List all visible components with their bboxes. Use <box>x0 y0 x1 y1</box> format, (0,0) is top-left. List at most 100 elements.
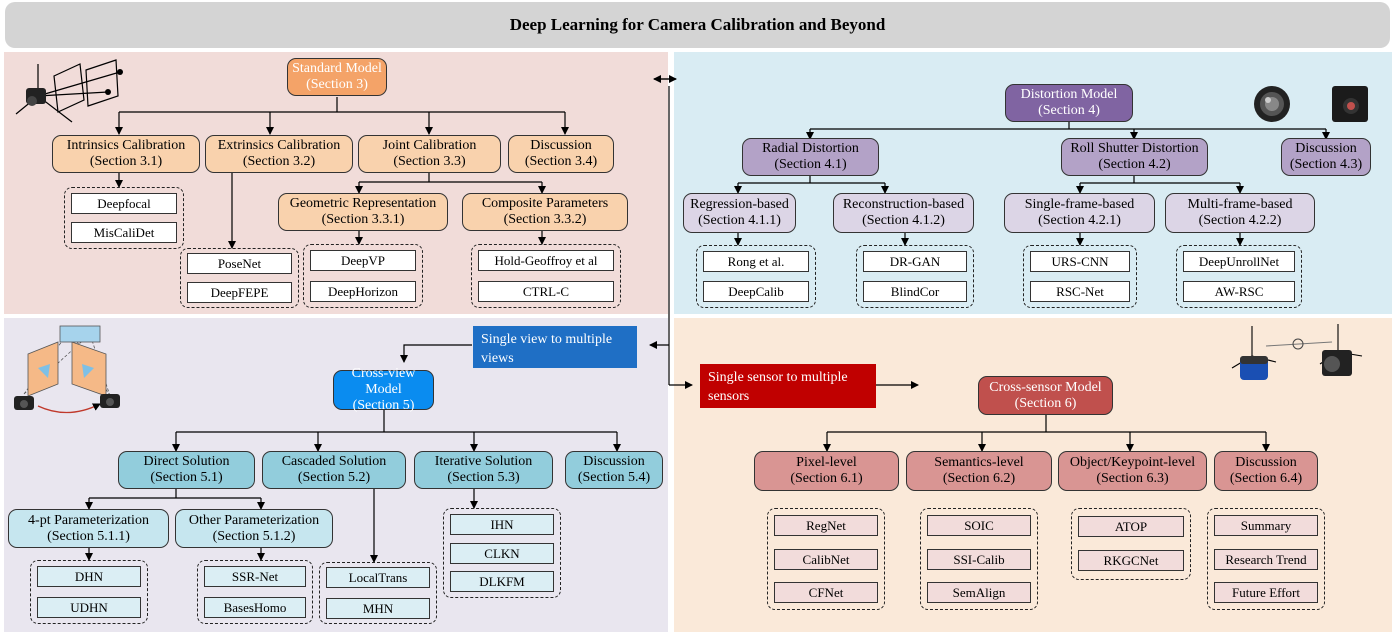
method-box[interactable]: DR-GAN <box>863 251 967 272</box>
reconstruction-methods-group: DR-GAN BlindCor <box>856 245 974 308</box>
crosssensor-model-root[interactable]: Cross-sensor Model (Section 6) <box>978 376 1113 415</box>
method-box[interactable]: SSI-Calib <box>927 549 1031 570</box>
camera-body-icon <box>1332 86 1368 122</box>
fourpt-parameterization-node[interactable]: 4-pt Parameterization (Section 5.1.1) <box>8 509 169 548</box>
crosssensor-discussion-node[interactable]: Discussion (Section 6.4) <box>1214 451 1318 491</box>
method-box[interactable]: DHN <box>37 566 141 587</box>
multi-frame-based-node[interactable]: Multi-frame-based (Section 4.2.2) <box>1165 193 1315 233</box>
method-box[interactable]: AW-RSC <box>1183 281 1295 302</box>
regression-based-node[interactable]: Regression-based (Section 4.1.1) <box>683 193 796 233</box>
method-box[interactable]: CLKN <box>450 543 554 564</box>
pixel-level-node[interactable]: Pixel-level (Section 6.1) <box>754 451 899 491</box>
node-title: Discussion <box>1235 455 1297 470</box>
method-box[interactable]: Rong et al. <box>703 251 809 272</box>
method-box[interactable]: DeepFEPE <box>187 282 292 303</box>
method-box[interactable]: URS-CNN <box>1030 251 1130 272</box>
method-box[interactable]: SOIC <box>927 515 1031 536</box>
method-box[interactable]: DeepHorizon <box>310 281 416 302</box>
method-box[interactable]: PoseNet <box>187 253 292 274</box>
method-box[interactable]: BlindCor <box>863 281 967 302</box>
node-section: (Section 6.4) <box>1229 471 1303 486</box>
method-box[interactable]: RegNet <box>774 515 878 536</box>
node-title: Semantics-level <box>934 455 1024 470</box>
method-box[interactable]: IHN <box>450 514 554 535</box>
iterative-methods-group: IHN CLKN DLKFM <box>443 508 561 598</box>
method-box[interactable]: SSR-Net <box>204 566 306 587</box>
node-section: (Section 4.3) <box>1289 157 1363 172</box>
method-box[interactable]: BasesHomo <box>204 597 306 618</box>
standard-model-root[interactable]: Standard Model (Section 3) <box>287 58 387 96</box>
object-keypoint-level-node[interactable]: Object/Keypoint-level (Section 6.3) <box>1058 451 1207 491</box>
radial-distortion-node[interactable]: Radial Distortion (Section 4.1) <box>742 138 879 176</box>
composite-parameters-node[interactable]: Composite Parameters (Section 3.3.2) <box>462 193 628 231</box>
node-title: Cross-sensor Model <box>989 379 1102 395</box>
geometric-representation-node[interactable]: Geometric Representation (Section 3.3.1) <box>278 193 448 231</box>
semantics-level-node[interactable]: Semantics-level (Section 6.2) <box>906 451 1052 491</box>
lidar-camera-illustration <box>1231 324 1363 380</box>
node-title: Reconstruction-based <box>842 197 965 212</box>
reconstruction-based-node[interactable]: Reconstruction-based (Section 4.1.2) <box>833 193 974 233</box>
method-box[interactable]: MHN <box>326 598 430 619</box>
other-methods-group: SSR-Net BasesHomo <box>197 560 313 624</box>
single-to-multiple-views-callout: Single view to multiple views <box>473 326 637 368</box>
node-title: Joint Calibration <box>382 138 477 153</box>
crossview-discussion-node[interactable]: Discussion (Section 5.4) <box>565 451 663 489</box>
method-box[interactable]: Hold-Geoffroy et al <box>478 250 614 271</box>
extrinsics-methods-group: PoseNet DeepFEPE <box>180 248 299 308</box>
node-section: (Section 5.3) <box>447 470 520 485</box>
distortion-discussion-node[interactable]: Discussion (Section 4.3) <box>1281 138 1371 176</box>
discussion-item[interactable]: Research Trend <box>1214 549 1318 570</box>
method-box[interactable]: CTRL-C <box>478 281 614 302</box>
discussion-item[interactable]: Future Effort <box>1214 582 1318 603</box>
method-box[interactable]: RKGCNet <box>1078 550 1184 571</box>
method-box[interactable]: SemAlign <box>927 582 1031 603</box>
node-section: (Section 4.2) <box>1098 157 1171 172</box>
standard-discussion-node[interactable]: Discussion (Section 3.4) <box>508 135 614 173</box>
method-box[interactable]: DeepVP <box>310 250 416 271</box>
iterative-solution-node[interactable]: Iterative Solution (Section 5.3) <box>414 451 553 489</box>
method-box[interactable]: CalibNet <box>774 549 878 570</box>
roll-shutter-distortion-node[interactable]: Roll Shutter Distortion (Section 4.2) <box>1061 138 1208 176</box>
node-title: Standard Model <box>292 61 382 76</box>
method-box[interactable]: RSC-Net <box>1030 281 1130 302</box>
node-section: (Section 4.1) <box>774 157 847 172</box>
fisheye-lens-icon <box>1254 86 1290 122</box>
node-title: Extrinsics Calibration <box>217 138 341 153</box>
method-box[interactable]: DeepUnrollNet <box>1183 251 1295 272</box>
node-title: Intrinsics Calibration <box>66 138 186 153</box>
node-section: (Section 4.1.2) <box>862 213 945 228</box>
direct-solution-node[interactable]: Direct Solution (Section 5.1) <box>118 451 255 489</box>
joint-calibration-node[interactable]: Joint Calibration (Section 3.3) <box>358 135 501 173</box>
method-box[interactable]: CFNet <box>774 582 878 603</box>
node-title: Roll Shutter Distortion <box>1070 141 1199 156</box>
node-section: (Section 4) <box>1038 103 1100 118</box>
node-section: (Section 5) <box>352 398 415 413</box>
node-title: Geometric Representation <box>289 196 437 211</box>
single-frame-based-node[interactable]: Single-frame-based (Section 4.2.1) <box>1004 193 1155 233</box>
multi-frame-methods-group: DeepUnrollNet AW-RSC <box>1176 245 1302 308</box>
method-box[interactable]: DLKFM <box>450 571 554 592</box>
method-box[interactable]: DeepCalib <box>703 281 809 302</box>
method-box[interactable]: Deepfocal <box>71 193 177 214</box>
method-box[interactable]: ATOP <box>1078 516 1184 537</box>
node-section: (Section 3.3.2) <box>503 212 587 227</box>
node-title: Composite Parameters <box>481 196 609 211</box>
method-box[interactable]: MisCaliDet <box>71 222 177 243</box>
extrinsics-calibration-node[interactable]: Extrinsics Calibration (Section 3.2) <box>205 135 353 173</box>
single-frame-methods-group: URS-CNN RSC-Net <box>1023 245 1137 308</box>
node-section: (Section 5.1.2) <box>212 528 296 544</box>
cascaded-solution-node[interactable]: Cascaded Solution (Section 5.2) <box>262 451 406 489</box>
intrinsics-calibration-node[interactable]: Intrinsics Calibration (Section 3.1) <box>52 135 200 173</box>
other-parameterization-node[interactable]: Other Parameterization (Section 5.1.2) <box>175 509 333 548</box>
node-title: Direct Solution <box>143 454 230 469</box>
distortion-model-root[interactable]: Distortion Model (Section 4) <box>1005 84 1133 122</box>
node-section: (Section 4.2.1) <box>1038 213 1121 228</box>
method-box[interactable]: UDHN <box>37 597 141 618</box>
crossview-model-root[interactable]: Cross-view Model (Section 5) <box>333 366 434 413</box>
node-title: Multi-frame-based <box>1187 197 1293 212</box>
node-title: Cascaded Solution <box>281 454 387 469</box>
object-methods-group: ATOP RKGCNet <box>1071 508 1191 580</box>
regression-methods-group: Rong et al. DeepCalib <box>696 245 816 308</box>
discussion-item[interactable]: Summary <box>1214 515 1318 536</box>
method-box[interactable]: LocalTrans <box>326 567 430 588</box>
